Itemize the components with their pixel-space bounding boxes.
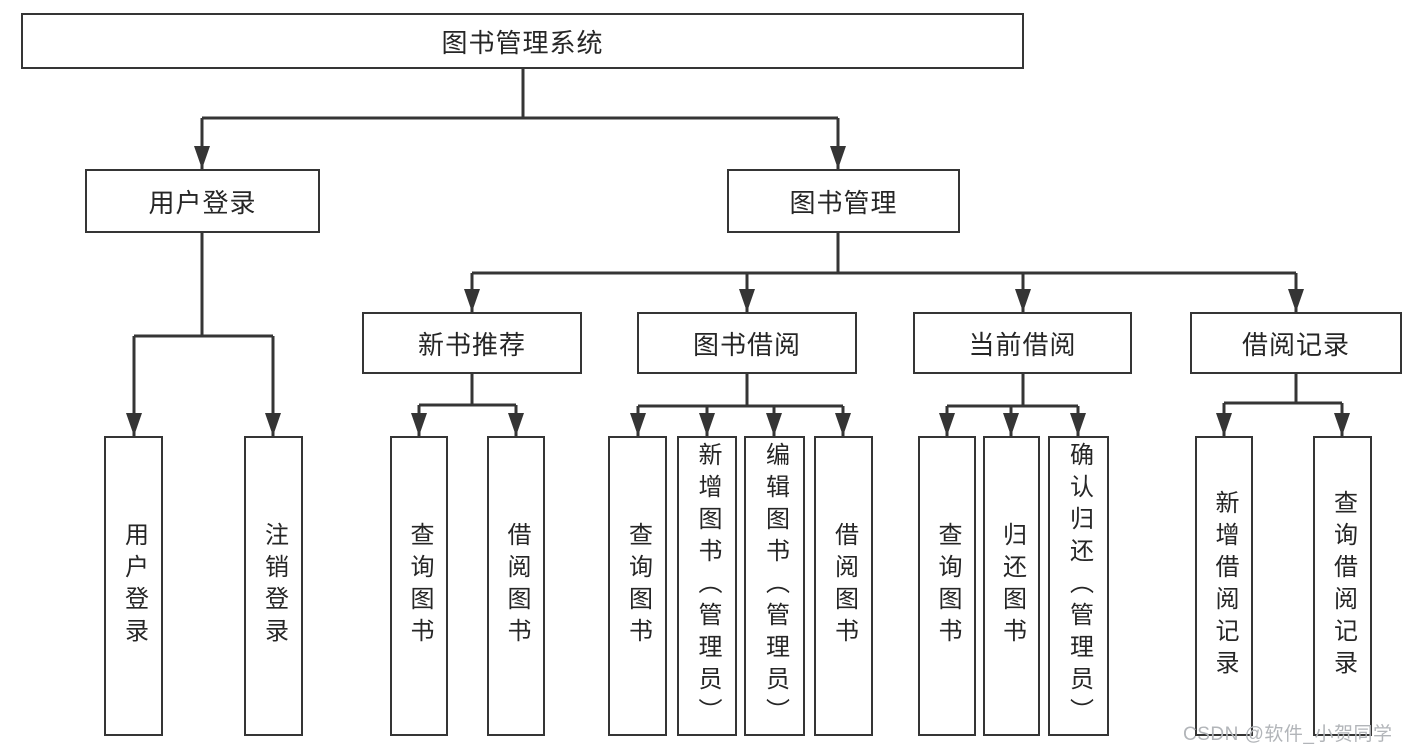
node-book-management-module: 图书管理	[727, 169, 960, 233]
tree-connector-lines	[132, 67, 1344, 436]
leaf-edit-book-admin-label: 编辑图书（管理员）	[761, 442, 789, 730]
node-borrowing-records: 借阅记录	[1190, 312, 1402, 374]
leaf-add-book-admin-label: 新增图书（管理员）	[694, 442, 721, 730]
node-current-borrowing: 当前借阅	[913, 312, 1132, 374]
leaf-add-book-admin: 新增图书（管理员）	[677, 436, 737, 736]
leaf-edit-book-admin: 编辑图书（管理员）	[744, 436, 805, 736]
leaf-query-borrow-record: 查询借阅记录	[1313, 436, 1372, 736]
leaf-add-borrow-record-label: 新增借阅记录	[1211, 490, 1238, 682]
leaf-recommend-query-book-label: 查询图书	[406, 522, 433, 650]
leaf-query-borrow-record-label: 查询借阅记录	[1329, 490, 1357, 682]
leaf-confirm-return-admin: 确认归还（管理员）	[1048, 436, 1109, 736]
node-library-management-system: 图书管理系统	[21, 13, 1024, 69]
node-new-book-recommend: 新书推荐	[362, 312, 582, 374]
leaf-confirm-return-admin-label: 确认归还（管理员）	[1065, 442, 1093, 730]
leaf-return-book-label: 归还图书	[998, 522, 1026, 650]
leaf-user-login-label: 用户登录	[120, 522, 148, 650]
leaf-current-query-book: 查询图书	[918, 436, 976, 736]
leaf-recommend-borrow-book-label: 借阅图书	[503, 522, 530, 650]
csdn-watermark: CSDN @软件_小贺同学	[1183, 724, 1393, 745]
leaf-add-borrow-record: 新增借阅记录	[1195, 436, 1253, 736]
leaf-recommend-query-book: 查询图书	[390, 436, 448, 736]
leaf-logout: 注销登录	[244, 436, 303, 736]
leaf-borrowing-borrow-book-label: 借阅图书	[830, 522, 858, 650]
leaf-borrowing-query-book: 查询图书	[608, 436, 667, 736]
leaf-user-login: 用户登录	[104, 436, 163, 736]
leaf-borrowing-borrow-book: 借阅图书	[814, 436, 873, 736]
node-user-login-module: 用户登录	[85, 169, 320, 233]
node-book-borrowing: 图书借阅	[637, 312, 857, 374]
leaf-recommend-borrow-book: 借阅图书	[487, 436, 545, 736]
leaf-logout-label: 注销登录	[260, 522, 288, 650]
leaf-current-query-book-label: 查询图书	[934, 522, 961, 650]
leaf-return-book: 归还图书	[983, 436, 1040, 736]
leaf-borrowing-query-book-label: 查询图书	[624, 522, 652, 650]
